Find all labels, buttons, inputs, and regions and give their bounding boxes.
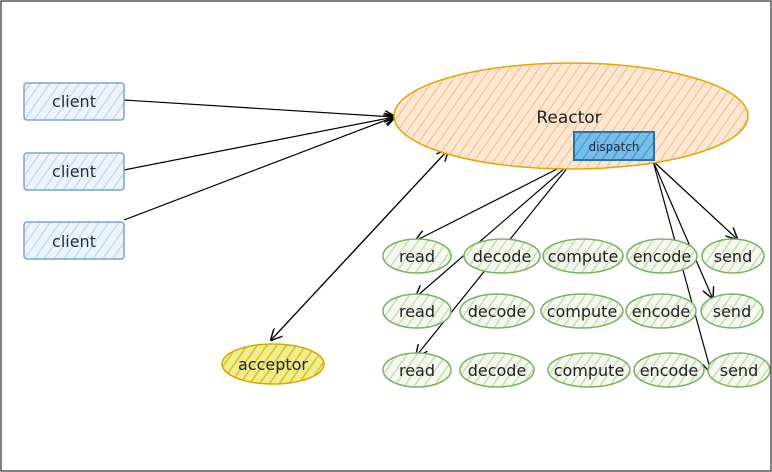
compute-label-row-1: compute	[548, 247, 619, 266]
compute-label-row-2: compute	[547, 302, 618, 321]
client-label-3: client	[52, 232, 96, 251]
read-label-row-3: read	[399, 361, 435, 380]
worker-row-2: read decode compute encode send	[382, 293, 764, 329]
read-node-row-3	[382, 352, 452, 388]
read-node-row-1	[382, 238, 452, 274]
reactor-ellipse	[393, 62, 749, 170]
encode-label-row-3: encode	[640, 361, 699, 380]
send-label-row-1: send	[714, 247, 752, 266]
client-1-to-reactor-arrow	[123, 99, 394, 117]
decode-node-row-2	[459, 293, 535, 329]
reactor-label: Reactor	[536, 108, 601, 128]
compute-node-row-2	[540, 293, 624, 329]
client-box-shape-3	[23, 221, 125, 260]
encode-node-row-3	[633, 352, 705, 388]
decode-label-row-3: decode	[468, 361, 527, 380]
decode-node-row-1	[463, 238, 541, 274]
read-node-row-2	[382, 293, 452, 329]
client-3-to-reactor-arrow	[123, 117, 394, 221]
acceptor-node: acceptor	[221, 343, 325, 385]
decode-label-row-2: decode	[468, 302, 527, 321]
acceptor-ellipse	[221, 343, 325, 385]
encode-node-row-1	[626, 238, 698, 274]
client-box-2: client	[23, 152, 125, 191]
send-node-row-1	[701, 238, 765, 274]
dispatch-to-read-row-1-arrow	[417, 160, 574, 240]
read-label-row-1: read	[399, 247, 435, 266]
dispatch-box	[573, 131, 655, 161]
encode-label-row-1: encode	[633, 247, 692, 266]
client-box-3: client	[23, 221, 125, 260]
send-label-row-3: send	[720, 361, 758, 380]
decode-label-row-1: decode	[473, 247, 532, 266]
encode-label-row-2: encode	[632, 302, 691, 321]
send-node-row-3	[707, 352, 771, 388]
compute-node-row-1	[542, 238, 624, 274]
dispatch-to-read-row-2-arrow	[417, 160, 574, 296]
dispatch-label: dispatch	[588, 140, 639, 154]
read-label-row-2: read	[399, 302, 435, 321]
reactor-node: Reactor dispatch	[393, 62, 749, 170]
decode-node-row-3	[459, 352, 535, 388]
compute-node-row-3	[547, 352, 631, 388]
encode-node-row-2	[625, 293, 697, 329]
worker-row-3: read decode compute encode send	[382, 352, 771, 388]
client-box-1: client	[23, 82, 125, 121]
compute-label-row-3: compute	[554, 361, 625, 380]
send-label-row-2: send	[713, 302, 751, 321]
client-box-shape-2	[23, 152, 125, 191]
reactor-to-acceptor-arrow	[272, 150, 448, 339]
acceptor-label: acceptor	[238, 355, 308, 374]
dispatch-to-send-row-2-arrow	[652, 160, 712, 297]
client-box-shape-1	[23, 82, 125, 121]
worker-row-1: read decode compute encode send	[382, 238, 765, 274]
dispatch-to-send-row-1-arrow	[652, 160, 736, 238]
client-label-2: client	[52, 162, 96, 181]
client-2-to-reactor-arrow	[123, 117, 394, 171]
connection-lines	[123, 99, 736, 372]
client-label-1: client	[52, 92, 96, 111]
send-node-row-2	[700, 293, 764, 329]
